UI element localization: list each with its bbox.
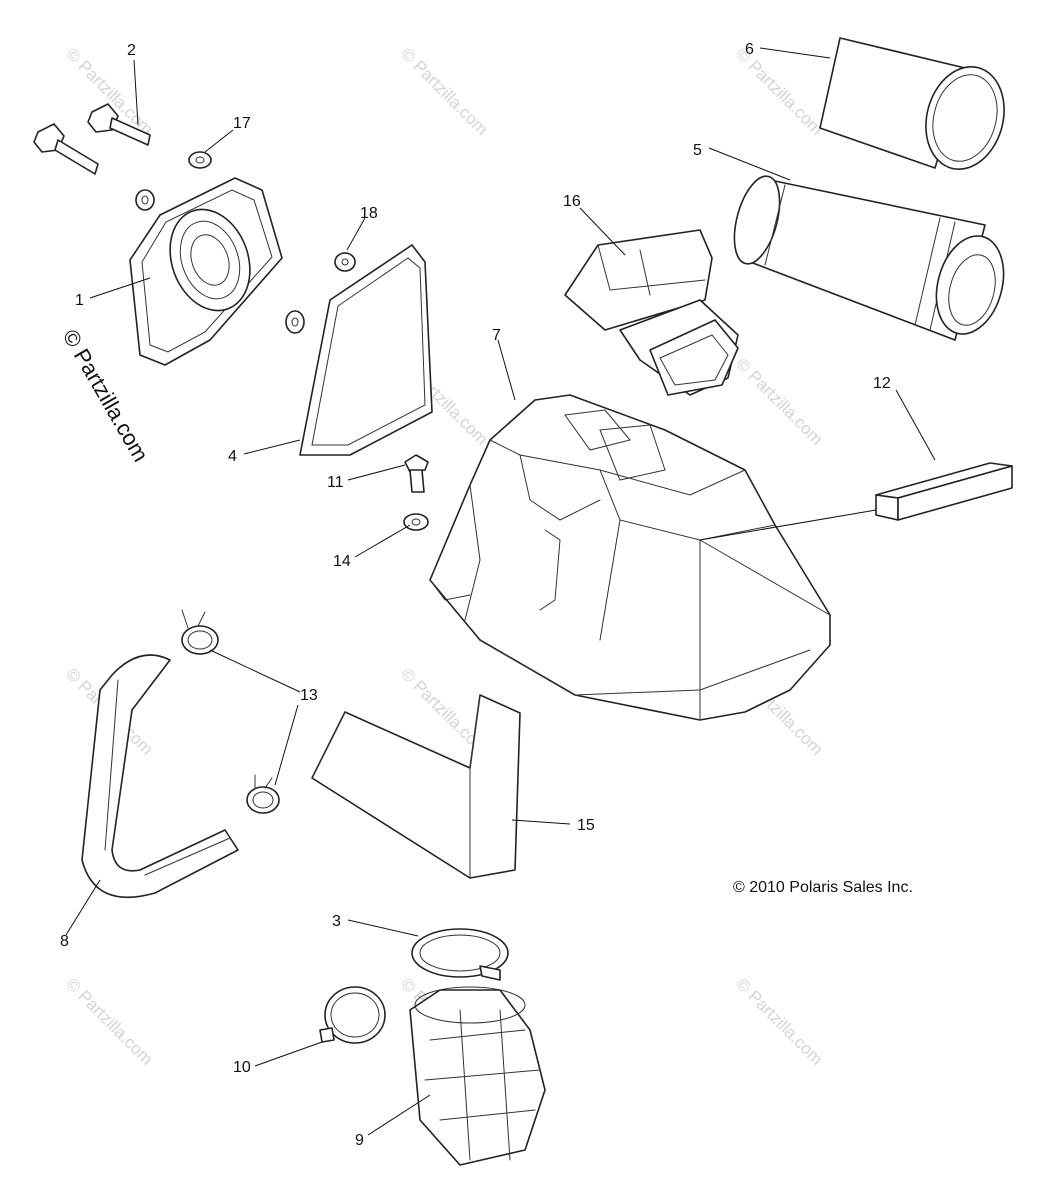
part-8-hose xyxy=(81,654,239,899)
callout-6: 6 xyxy=(745,41,754,58)
callout-8: 8 xyxy=(60,933,69,950)
callout-18: 18 xyxy=(360,205,378,222)
watermark: © Partzilla.com xyxy=(732,44,826,138)
watermark: © Partzilla.com xyxy=(397,44,491,138)
part-13-clamps xyxy=(181,609,280,814)
callout-14: 14 xyxy=(333,553,351,570)
callout-1: 1 xyxy=(75,292,84,309)
part-12-foam-block xyxy=(875,462,1013,521)
callout-13: 13 xyxy=(300,687,318,704)
callout-15: 15 xyxy=(577,817,595,834)
part-2-knob-bolts xyxy=(33,103,151,175)
part-5-air-filter xyxy=(733,175,1005,341)
callout-12: 12 xyxy=(873,375,891,392)
watermark: © Partzilla.com xyxy=(62,974,156,1068)
part-15-foam xyxy=(311,694,521,879)
callout-10: 10 xyxy=(233,1059,251,1076)
part-9-boot xyxy=(409,986,546,1166)
leader-lines xyxy=(65,47,936,1136)
copyright-text: © 2010 Polaris Sales Inc. xyxy=(733,879,913,896)
washer xyxy=(135,189,155,211)
callouts: 1 2 3 4 5 6 7 8 9 10 11 12 13 14 15 16 1… xyxy=(60,41,891,1149)
part-7-airbox xyxy=(429,394,831,721)
callout-17: 17 xyxy=(233,115,251,132)
watermark: © Partzilla.com xyxy=(732,354,826,448)
callout-11: 11 xyxy=(327,474,344,491)
washer xyxy=(285,310,305,334)
part-11-bolt xyxy=(404,454,429,493)
callout-4: 4 xyxy=(228,448,237,465)
callout-16: 16 xyxy=(563,193,581,210)
callout-5: 5 xyxy=(693,142,702,159)
watermark: © Partzilla.com xyxy=(732,974,826,1068)
part-1-airbox-cover xyxy=(129,177,283,366)
part-4-gasket xyxy=(299,244,433,456)
part-3-hose-clamp xyxy=(411,928,509,981)
part-10-hose-clamp xyxy=(319,986,386,1044)
part-16-intake-duct xyxy=(564,229,739,396)
part-14-washer xyxy=(403,513,429,531)
callout-7: 7 xyxy=(492,327,501,344)
callout-3: 3 xyxy=(332,913,341,930)
callout-9: 9 xyxy=(355,1132,364,1149)
part-18-washer xyxy=(334,252,356,272)
part-17-washer xyxy=(188,151,212,169)
callout-2: 2 xyxy=(127,42,136,59)
part-6-filter-sleeve xyxy=(819,37,1005,170)
